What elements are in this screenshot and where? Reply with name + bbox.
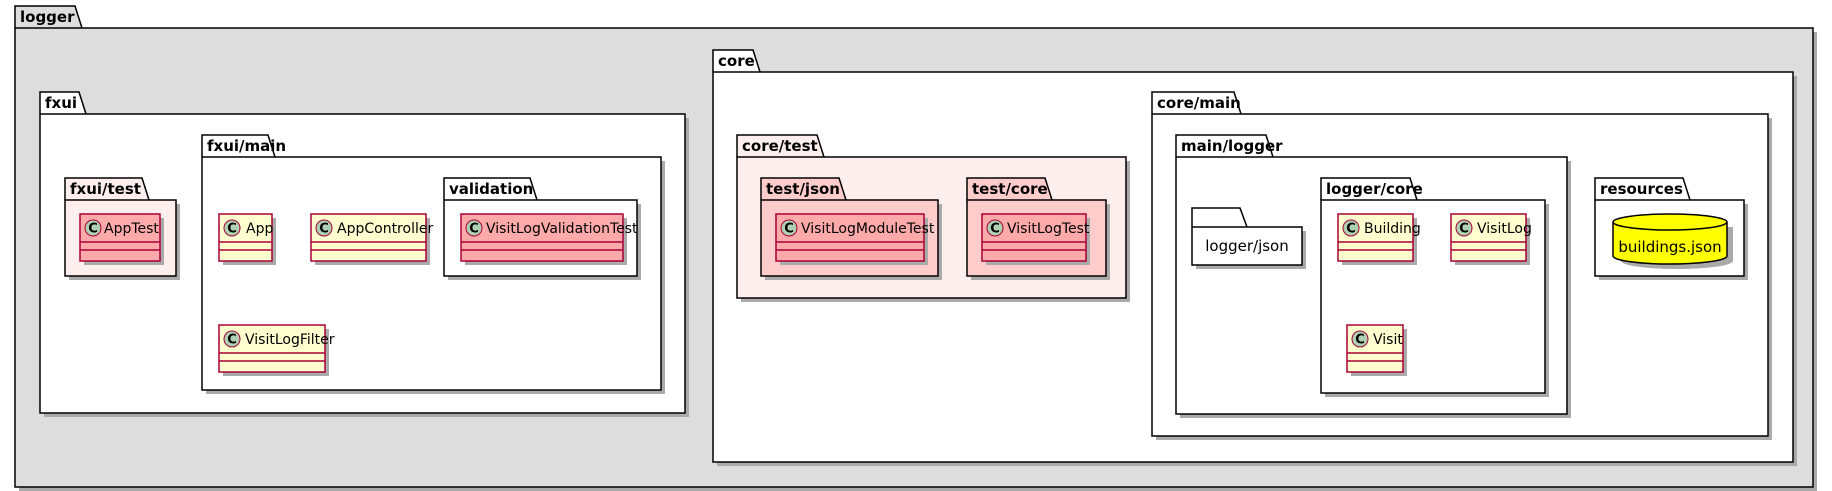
package-title-resources: resources bbox=[1600, 180, 1683, 198]
class-badge-icon bbox=[1342, 219, 1360, 237]
class-badge-letter: C bbox=[990, 222, 1000, 237]
class-badge-icon bbox=[1351, 330, 1369, 348]
class-name-app-controller: AppController bbox=[337, 221, 433, 237]
class-visit-log-filter: C VisitLogFilter bbox=[218, 324, 335, 376]
class-badge-letter: C bbox=[1346, 222, 1356, 237]
database-buildings-json: buildings.json bbox=[1612, 213, 1733, 269]
class-app: C App bbox=[218, 213, 276, 265]
package-title-logger-core: logger/core bbox=[1326, 180, 1423, 198]
package-title-core-test: core/test bbox=[742, 137, 818, 155]
package-title-fxui-test: fxui/test bbox=[70, 180, 141, 198]
class-app-test: C AppTest bbox=[79, 213, 164, 265]
class-visit-log: C VisitLog bbox=[1450, 213, 1532, 265]
package-title-main-logger: main/logger bbox=[1181, 137, 1283, 155]
class-name-building: Building bbox=[1364, 221, 1421, 237]
class-name-visit-log-validation-test: VisitLogValidationTest bbox=[486, 221, 638, 237]
class-name-visit-log-module-test: VisitLogModuleTest bbox=[801, 221, 935, 237]
class-visit-log-test: C VisitLogTest bbox=[981, 213, 1090, 265]
class-badge-icon bbox=[986, 219, 1004, 237]
class-badge-letter: C bbox=[1459, 222, 1469, 237]
package-title-core-main: core/main bbox=[1157, 94, 1241, 112]
class-badge-letter: C bbox=[469, 222, 479, 237]
class-visit-log-module-test: C VisitLogModuleTest bbox=[775, 213, 935, 265]
database-icon bbox=[1612, 213, 1728, 265]
package-title-fxui-main: fxui/main bbox=[207, 137, 286, 155]
class-badge-icon bbox=[223, 330, 241, 348]
class-badge-icon bbox=[1455, 219, 1473, 237]
class-badge-icon bbox=[465, 219, 483, 237]
package-title-validation: validation bbox=[449, 180, 533, 198]
class-name-visit: Visit bbox=[1373, 332, 1403, 348]
class-badge-letter: C bbox=[227, 333, 237, 348]
class-badge-icon bbox=[780, 219, 798, 237]
class-name-visit-log-filter: VisitLogFilter bbox=[245, 332, 335, 348]
package-title-test-core: test/core bbox=[972, 180, 1048, 198]
class-app-controller: C AppController bbox=[310, 213, 433, 265]
package-logger-json: logger/json bbox=[1191, 207, 1306, 269]
class-visit: C Visit bbox=[1346, 324, 1407, 376]
package-title-fxui: fxui bbox=[45, 94, 77, 112]
class-building: C Building bbox=[1337, 213, 1421, 265]
class-badge-icon bbox=[84, 219, 102, 237]
class-name-app-test: AppTest bbox=[104, 221, 159, 237]
class-badge-icon bbox=[315, 219, 333, 237]
class-name-app: App bbox=[246, 221, 273, 237]
class-name-visit-log: VisitLog bbox=[1477, 221, 1532, 237]
class-visit-log-validation-test: C VisitLogValidationTest bbox=[460, 213, 638, 265]
class-badge-letter: C bbox=[88, 222, 98, 237]
package-title-logger-json: logger/json bbox=[1205, 237, 1289, 255]
class-badge-letter: C bbox=[784, 222, 794, 237]
package-title-logger: logger bbox=[20, 8, 75, 26]
package-title-test-json: test/json bbox=[766, 180, 840, 198]
package-title-core: core bbox=[718, 52, 755, 70]
folder-icon bbox=[1191, 207, 1248, 228]
class-badge-letter: C bbox=[319, 222, 329, 237]
class-name-visit-log-test: VisitLogTest bbox=[1007, 221, 1090, 237]
class-badge-letter: C bbox=[227, 222, 237, 237]
class-badge-icon bbox=[223, 219, 241, 237]
database-name: buildings.json bbox=[1618, 238, 1721, 256]
class-badge-letter: C bbox=[1355, 333, 1365, 348]
